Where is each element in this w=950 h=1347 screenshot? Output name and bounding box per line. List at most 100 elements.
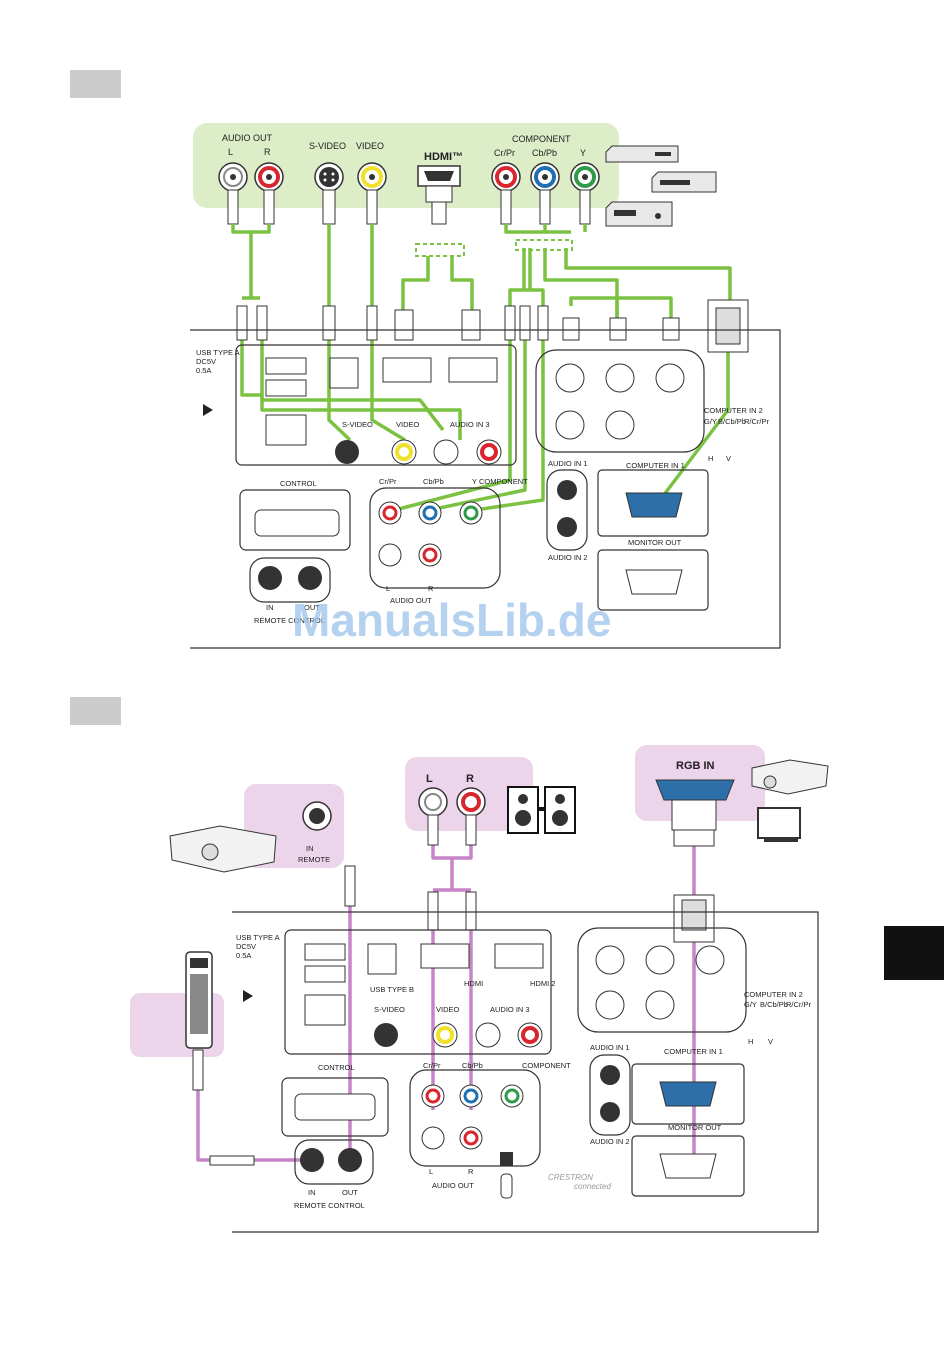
p1-dc5v: DC5V xyxy=(196,357,216,366)
p2-control: CONTROL xyxy=(318,1063,355,1072)
d2-remote-label: REMOTE xyxy=(298,855,330,864)
remote-handset-icon xyxy=(185,951,213,1049)
d2-r-label: R xyxy=(466,773,474,785)
green-cables xyxy=(231,224,732,512)
p2-audio-in1: AUDIO IN 1 xyxy=(590,1043,630,1052)
p2-v: V xyxy=(768,1037,773,1046)
p1-audio-in3: AUDIO IN 3 xyxy=(450,420,490,429)
p1-audio-in1: AUDIO IN 1 xyxy=(548,459,588,468)
panel1-arrow-icon xyxy=(203,404,213,416)
p2-monitor-out: MONITOR OUT xyxy=(668,1123,722,1132)
p2-in: IN xyxy=(308,1188,316,1197)
projector-panel-1 xyxy=(190,329,781,649)
p1-gy: G/Y xyxy=(704,417,717,426)
p2-out: OUT xyxy=(342,1188,358,1197)
p1-audio-out: AUDIO OUT xyxy=(390,596,432,605)
p2-video: VIDEO xyxy=(436,1005,460,1014)
av-devices-icon xyxy=(605,145,717,227)
cbpb-label: Cb/Pb xyxy=(532,148,557,158)
audio-l-label: L xyxy=(228,147,233,157)
panel1-ports xyxy=(254,357,685,595)
hdmi-label: HDMI™ xyxy=(424,151,463,163)
crpr-label: Cr/Pr xyxy=(494,148,515,158)
source-cbpb-jack xyxy=(530,162,560,192)
video-label: VIDEO xyxy=(356,141,384,151)
p2-amp: 0.5A xyxy=(236,951,251,960)
p2-usb-type-b: USB TYPE B xyxy=(370,985,414,994)
projector-icon-right xyxy=(751,759,829,795)
p1-computer-in1: COMPUTER IN 1 xyxy=(626,461,685,470)
p1-y-component: Y COMPONENT xyxy=(472,477,528,486)
p1-h: H xyxy=(708,454,713,463)
d2-rgb-in-label: RGB IN xyxy=(676,760,715,772)
source-y-jack xyxy=(570,162,600,192)
projector-panel-2 xyxy=(232,911,819,1233)
panel2-ports xyxy=(294,943,725,1179)
component-label: COMPONENT xyxy=(512,134,571,144)
p2-usb-type-a: USB TYPE A xyxy=(236,933,280,942)
p1-v: V xyxy=(726,454,731,463)
p1-remote-control: REMOTE CONTROL xyxy=(254,616,325,625)
source-crpr-jack xyxy=(491,162,521,192)
d2-audio-l-jack xyxy=(418,787,448,817)
p2-audio-in3: AUDIO IN 3 xyxy=(490,1005,530,1014)
d2-audio-r-jack xyxy=(456,787,486,817)
source-svideo-jack xyxy=(314,162,344,192)
audio-r-label: R xyxy=(264,147,271,157)
p2-bcbpb: B/Cb/Pb xyxy=(760,1000,788,1009)
p2-connected: connected xyxy=(574,1182,611,1191)
p1-out: OUT xyxy=(304,603,320,612)
source-audio-l-jack xyxy=(218,162,248,192)
monitor-icon xyxy=(757,807,801,842)
p1-r: R xyxy=(428,584,434,593)
d2-rgb-in-port xyxy=(655,779,735,831)
diagram-1: AUDIO OUT L R S-VIDEO VIDEO HDMI™ COMPON… xyxy=(190,123,781,649)
panel2-arrow-icon xyxy=(243,990,253,1002)
d2-remote-in-jack xyxy=(302,801,332,831)
p2-crpr: Cr/Pr xyxy=(423,1061,441,1070)
y-label: Y xyxy=(580,148,586,158)
p1-amp: 0.5A xyxy=(196,366,211,375)
p2-dc5v: DC5V xyxy=(236,942,256,951)
p1-cbpb: Cb/Pb xyxy=(423,477,444,486)
p2-component: COMPONENT xyxy=(522,1061,571,1070)
d2-plugs xyxy=(192,814,715,1166)
p2-cbpb: Cb/Pb xyxy=(462,1061,483,1070)
p1-control: CONTROL xyxy=(280,479,317,488)
p2-audio-in2: AUDIO IN 2 xyxy=(590,1137,630,1146)
d2-in-label: IN xyxy=(306,844,314,853)
p1-audio-in2: AUDIO IN 2 xyxy=(548,553,588,562)
audio-out-label: AUDIO OUT xyxy=(222,133,273,143)
source-audio-r-jack xyxy=(254,162,284,192)
p2-svideo: S-VIDEO xyxy=(374,1005,405,1014)
p2-computer-in2: COMPUTER IN 2 xyxy=(744,990,803,999)
p2-computer-in1: COMPUTER IN 1 xyxy=(664,1047,723,1056)
p2-hdmi1: HDMI xyxy=(464,979,483,988)
p1-video: VIDEO xyxy=(396,420,420,429)
dashed-brackets xyxy=(415,239,573,257)
p2-audio-out: AUDIO OUT xyxy=(432,1181,474,1190)
p2-hdmi2: HDMI 2 xyxy=(530,979,555,988)
p1-l: L xyxy=(386,584,390,593)
p1-crpr: Cr/Pr xyxy=(379,477,397,486)
p2-remote-control: REMOTE CONTROL xyxy=(294,1201,365,1210)
p1-bcbpb: B/Cb/Pb xyxy=(718,417,746,426)
p1-svideo: S-VIDEO xyxy=(342,420,373,429)
p1-in: IN xyxy=(266,603,274,612)
p1-monitor-out: MONITOR OUT xyxy=(628,538,682,547)
p2-rcrpr: R/Cr/Pr xyxy=(786,1000,812,1009)
section-tab-1 xyxy=(70,70,121,98)
kensington-lock-icon xyxy=(500,1152,513,1199)
projector-icon-left xyxy=(169,825,277,873)
chapter-tab xyxy=(884,926,944,980)
p1-computer-in2: COMPUTER IN 2 xyxy=(704,406,763,415)
p1-rcrpr: R/Cr/Pr xyxy=(744,417,770,426)
speakers-icon xyxy=(507,786,576,834)
p2-gy: G/Y xyxy=(744,1000,757,1009)
p1-usb-type-a: USB TYPE A xyxy=(196,348,240,357)
svideo-label: S-VIDEO xyxy=(309,141,346,151)
source-video-jack xyxy=(357,162,387,192)
watermark-text: ManualsLib.de xyxy=(292,594,611,646)
panel-plugs xyxy=(236,299,749,353)
